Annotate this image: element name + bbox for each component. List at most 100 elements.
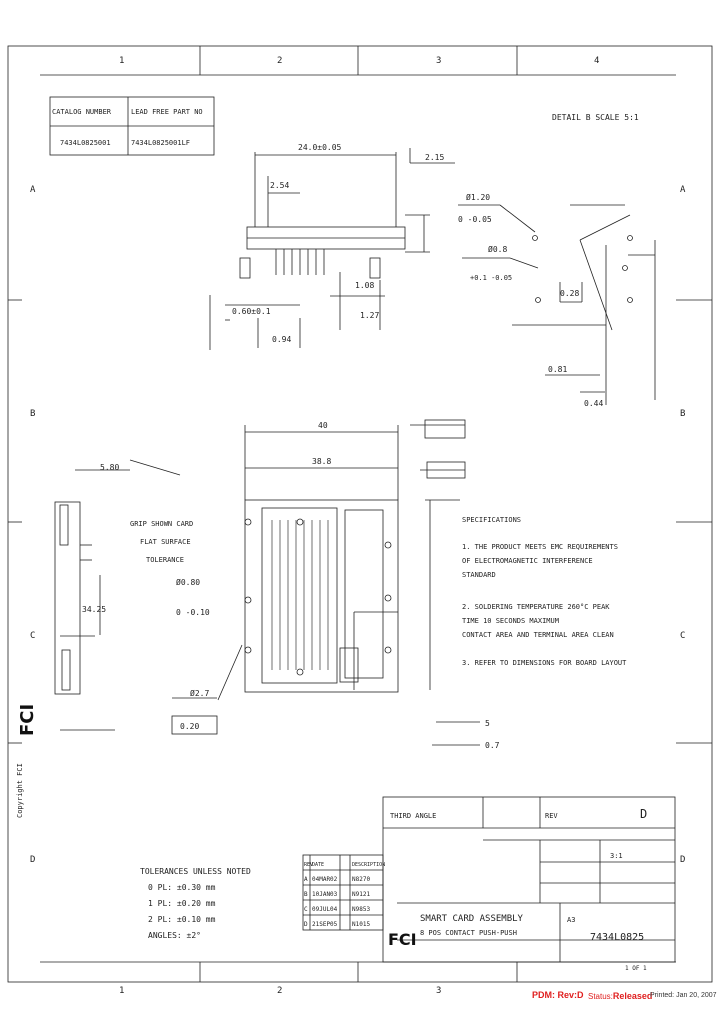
dim-dia-a: Ø1.20: [466, 192, 490, 202]
zone-col-1: 1: [119, 56, 124, 66]
left-side-view: [54, 501, 81, 695]
dim-pitch: 0.60±0.1: [232, 307, 271, 316]
dim-hole: Ø2.7: [190, 688, 209, 698]
part-catalog-number: 7434L0825001: [60, 139, 111, 147]
dim-pin-w: 0.94: [272, 335, 291, 344]
fci-logo-vertical: FCI: [17, 704, 38, 736]
left-note-1: GRIP SHOWN CARD: [130, 520, 193, 528]
spec-line-1: 1. THE PRODUCT MEETS EMC REQUIREMENTS: [462, 543, 618, 551]
revision-table: [302, 854, 384, 931]
zone-row-a-right: A: [680, 185, 686, 195]
left-note-4: Ø0.80: [176, 577, 200, 587]
dim-d2: 0.81: [548, 365, 567, 374]
fci-logo-vertical-text: FCI: [17, 704, 38, 736]
view-label: DETAIL B SCALE 5:1: [552, 113, 639, 122]
dim-bot-a: 5: [485, 719, 490, 728]
projection-label: THIRD ANGLE: [390, 812, 436, 820]
top-view-body: [244, 499, 399, 693]
drawing-scale: 3:1: [610, 852, 623, 860]
spec-line-7: 3. REFER TO DIMENSIONS FOR BOARD LAYOUT: [462, 659, 627, 667]
status-area: Status:Released: [588, 991, 652, 1001]
dim-height-c: 1.27: [360, 311, 379, 320]
tolerance-4: 2 PL: ±0.10 mm: [148, 915, 216, 924]
tolerance-3: 1 PL: ±0.20 mm: [148, 899, 216, 908]
rev-row-2-date: 10JAN03: [312, 891, 338, 898]
rev-row-1-ec: N8270: [352, 876, 370, 883]
rev-header-rev: REV: [304, 862, 313, 868]
zone-row-b-right: B: [680, 409, 685, 419]
dim-len-top: 40: [318, 421, 328, 430]
spec-line-2: OF ELECTROMAGNETIC INTERFERENCE: [462, 557, 593, 565]
spec-line-6: CONTACT AREA AND TERMINAL AREA CLEAN: [462, 631, 614, 639]
rev-row-4-ec: N1015: [352, 921, 370, 928]
drawing-title: SMART CARD ASSEMBLY: [420, 914, 524, 924]
revision-label: REV: [545, 812, 558, 820]
spec-line-5: TIME 10 SECONDS MAXIMUM: [462, 617, 559, 625]
dim-dia-b: Ø0.8: [488, 244, 507, 254]
rev-row-4-date: 21SEP05: [312, 921, 338, 928]
dim-height-a: 2.15: [425, 153, 444, 162]
tolerance-5: ANGLES: ±2°: [148, 931, 201, 940]
status-value: Released: [612, 991, 653, 1001]
rev-row-3-rev: C: [304, 906, 308, 913]
part-header-catalog: CATALOG NUMBER: [52, 108, 112, 116]
zone-col-1-bottom: 1: [119, 986, 124, 996]
rev-row-2-ec: N9121: [352, 891, 370, 898]
dim-tol-a: 0 -0.05: [458, 215, 492, 224]
dim-tol-b: +0.1 -0.05: [470, 274, 512, 282]
dim-len-mid: 38.8: [312, 457, 331, 466]
sheet-number: 1 OF 1: [625, 965, 647, 972]
zone-col-4: 4: [594, 56, 599, 66]
contact-hatch: [271, 520, 329, 670]
dim-bot-b: 0.7: [485, 741, 500, 750]
rev-row-1-rev: A: [304, 876, 308, 883]
left-note-5: 0 -0.10: [176, 608, 210, 617]
tolerance-1: TOLERANCES UNLESS NOTED: [140, 867, 251, 876]
dim-d1: 0.28: [560, 289, 579, 298]
fci-logo-text: FCI: [388, 930, 417, 949]
zone-row-d-right: D: [680, 855, 685, 865]
drawing-subtitle: 8 POS CONTACT PUSH-PUSH: [420, 929, 517, 937]
zone-col-3-bottom: 3: [436, 986, 441, 996]
sheet-size: A3: [567, 916, 575, 924]
zone-row-a: A: [30, 185, 36, 195]
drawing-frame: [7, 45, 713, 983]
rev-row-1-date: 04MAR02: [312, 876, 338, 883]
part-header-leadfree: LEAD FREE PART NO: [131, 108, 203, 116]
zone-col-2-bottom: 2: [277, 986, 282, 996]
rev-letter: D: [640, 807, 647, 821]
zone-row-d: D: [30, 855, 35, 865]
dim-side-b: 34.25: [82, 605, 106, 614]
rev-header-date: DATE: [312, 862, 324, 868]
spec-line-4: 2. SOLDERING TEMPERATURE 260°C PEAK: [462, 603, 610, 611]
rev-row-4-rev: D: [304, 921, 308, 928]
zone-row-b: B: [30, 409, 35, 419]
dim-width-pin: 2.54: [270, 181, 289, 190]
copyright-text: Copyright FCI: [16, 763, 24, 818]
dim-hole-tol: 0.20: [180, 722, 199, 731]
rev-row-3-date: 09JUL04: [312, 906, 338, 913]
dim-width-overall: 24.0±0.05: [298, 143, 342, 152]
zone-col-3: 3: [436, 56, 441, 66]
zone-col-2: 2: [277, 56, 282, 66]
pdm-revision: PDM: Rev:D: [532, 990, 584, 1000]
spec-heading: SPECIFICATIONS: [462, 516, 521, 524]
left-note-2: FLAT SURFACE: [140, 538, 191, 546]
dim-d3: 0.44: [584, 399, 603, 408]
zone-row-c: C: [30, 631, 35, 641]
drawing-number: 7434L0825: [590, 932, 644, 943]
spec-line-3: STANDARD: [462, 571, 496, 579]
rev-row-3-ec: N9853: [352, 906, 370, 913]
printed-date: Printed: Jan 20, 2007: [650, 992, 717, 999]
status-label: Status:: [588, 992, 613, 1001]
left-note-3: TOLERANCE: [146, 556, 184, 564]
dim-height-b: 1.08: [355, 281, 374, 290]
rev-header-desc: DESCRIPTION: [352, 862, 385, 868]
zone-row-c-right: C: [680, 631, 685, 641]
rev-row-2-rev: B: [304, 891, 308, 898]
dim-side-a: 5.80: [100, 463, 119, 472]
tolerance-2: 0 PL: ±0.30 mm: [148, 883, 216, 892]
fci-logo: FCI: [388, 930, 417, 949]
